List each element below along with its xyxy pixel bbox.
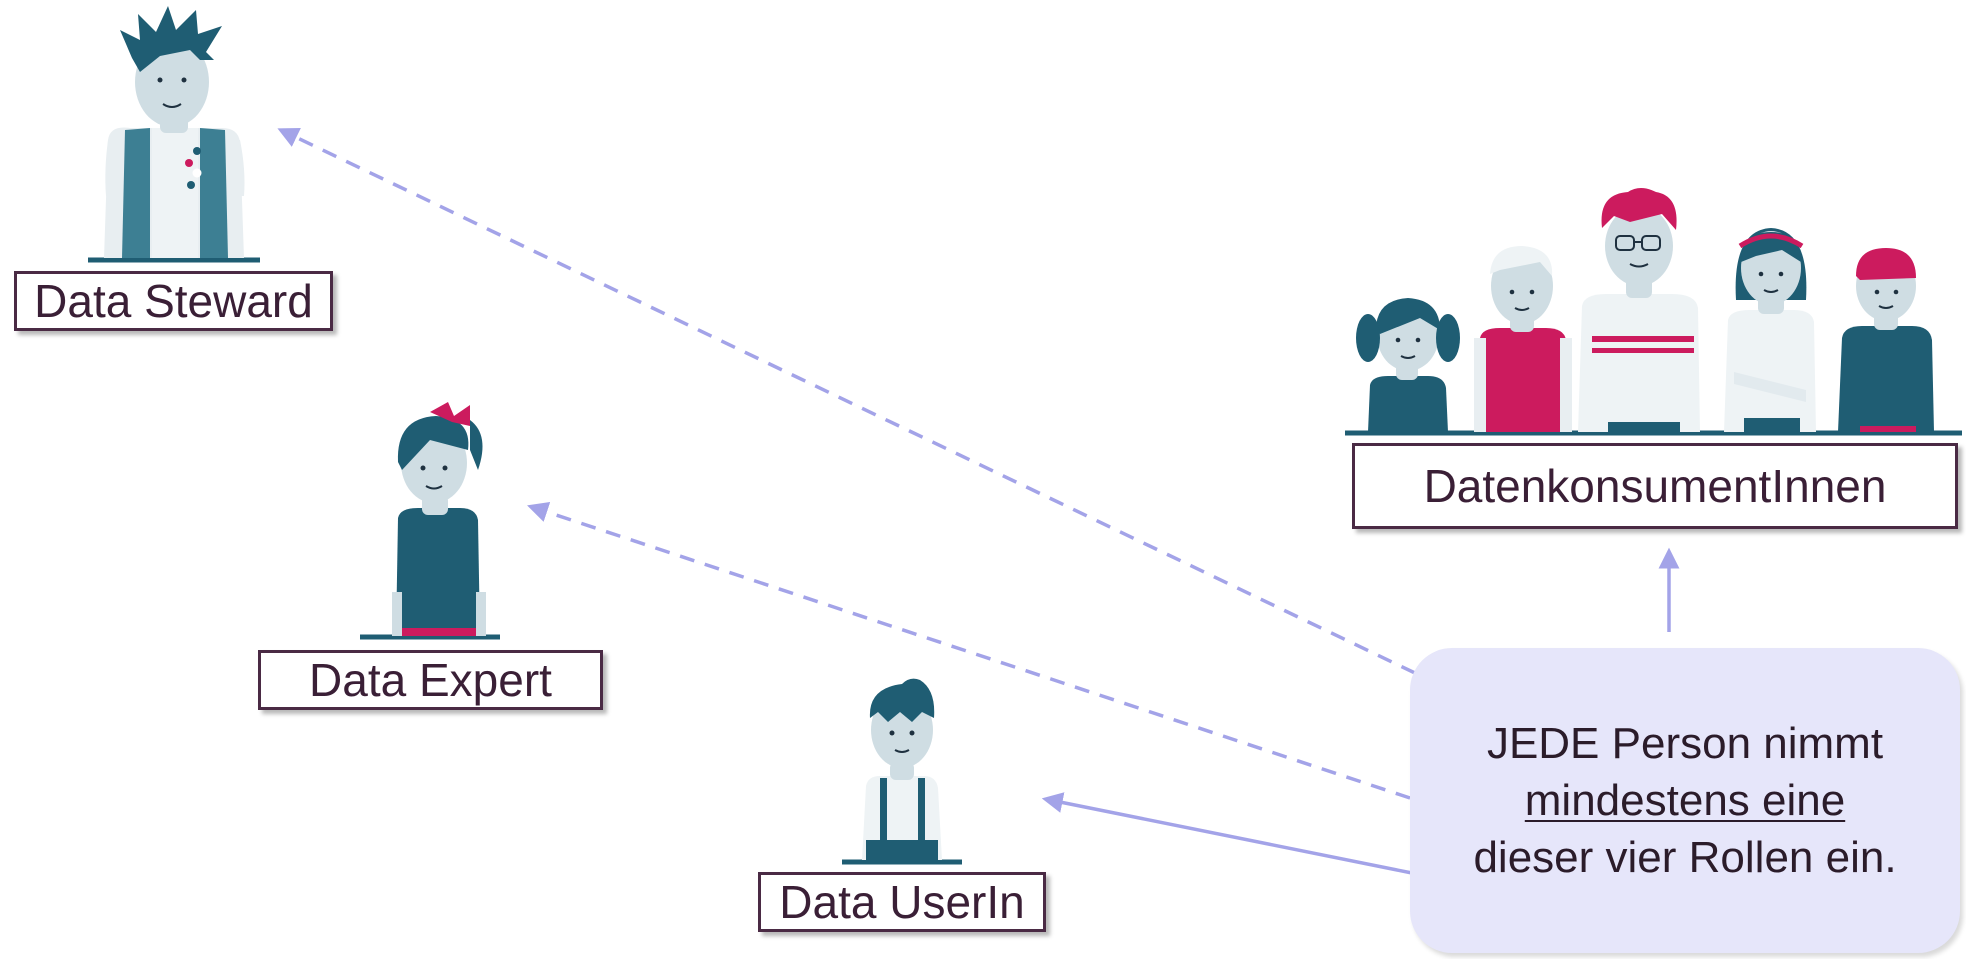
consumer-man-glasses: [1578, 188, 1700, 432]
consumer-girl: [1356, 298, 1460, 432]
consumer-man-magenta: [1474, 246, 1572, 432]
data-steward-label: Data Steward: [14, 271, 333, 331]
consumer-woman: [1724, 228, 1816, 432]
info-callout: JEDE Person nimmt mindestens eine dieser…: [1410, 648, 1960, 953]
datenkonsumentinnen-figures: [1345, 188, 1962, 436]
info-line-2-underlined: mindestens eine: [1524, 775, 1846, 825]
data-expert-figure: [360, 402, 500, 640]
datenkonsumentinnen-label: DatenkonsumentInnen: [1352, 443, 1958, 529]
data-steward-figure: [88, 6, 260, 263]
arrow-to-steward: [277, 127, 1416, 675]
data-userin-label: Data UserIn: [758, 872, 1046, 932]
info-line-3: dieser vier Rollen ein.: [1473, 833, 1897, 883]
arrow-to-expert: [527, 501, 1411, 800]
data-userin-figure: [842, 678, 962, 865]
info-line-1: JEDE Person nimmt: [1486, 718, 1884, 768]
consumer-boy: [1838, 248, 1934, 432]
arrow-to-user: [1041, 792, 1413, 875]
data-expert-label: Data Expert: [258, 650, 603, 710]
